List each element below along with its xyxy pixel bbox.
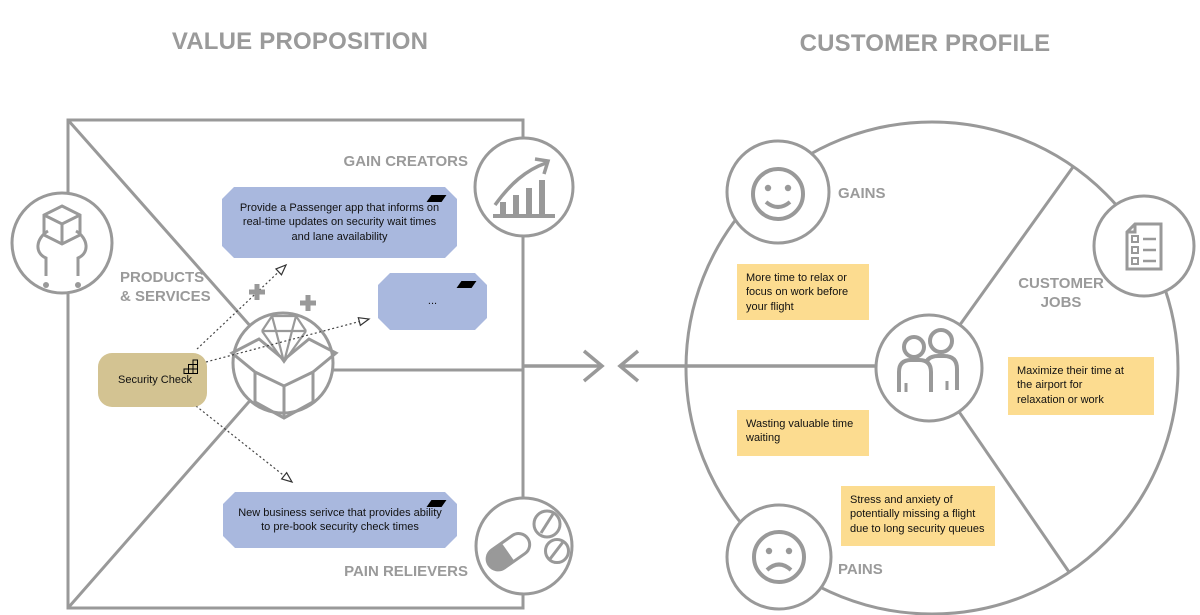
- note-pain-reliever-prebook[interactable]: New business serivce that provides abili…: [223, 492, 457, 548]
- note-pain-stress[interactable]: Stress and anxiety of potentially missin…: [841, 486, 995, 546]
- growth-chart-icon: [493, 157, 555, 218]
- node-circles: [10, 136, 1196, 611]
- note-text: ...: [427, 295, 438, 308]
- customer-profile-title: CUSTOMER PROFILE: [799, 30, 1051, 57]
- parallelogram-icon: [427, 195, 447, 202]
- pills-icon: [485, 509, 570, 572]
- fit-arrow-left-icon: [617, 349, 877, 383]
- smiley-face-icon: [751, 167, 805, 221]
- gain-creators-label: GAIN CREATORS: [343, 153, 468, 170]
- gains-circle: [725, 139, 831, 245]
- note-text: Maximize their time at the airport for r…: [1017, 365, 1124, 406]
- note-text: Wasting valuable time waiting: [746, 418, 854, 445]
- plus-icons: [249, 284, 316, 311]
- gift-box-diamond-icon: [229, 314, 339, 420]
- note-gain-creator-app[interactable]: Provide a Passenger app that informs on …: [222, 187, 457, 258]
- two-people-icon: [897, 328, 959, 392]
- note-pain-wasting[interactable]: Wasting valuable time waiting: [737, 410, 869, 456]
- steps-grid-icon: [183, 359, 198, 374]
- checklist-document-icon: [1125, 222, 1163, 271]
- note-text: New business serivce that provides abili…: [238, 506, 442, 533]
- sad-face-icon: [752, 530, 806, 584]
- pain-relievers-label: PAIN RELIEVERS: [344, 563, 468, 580]
- note-product-security-check[interactable]: Security Check: [98, 353, 207, 407]
- note-gain-creator-placeholder[interactable]: ...: [378, 273, 487, 330]
- parallelogram-icon: [427, 500, 447, 507]
- note-text: Provide a Passenger app that informs on …: [239, 202, 440, 243]
- dotted-connectors: [195, 263, 371, 484]
- value-map-square: [66, 118, 525, 610]
- pains-circle: [725, 503, 833, 611]
- fit-arrow-right-icon: [524, 349, 605, 383]
- hand-holding-box-icon: [36, 204, 88, 288]
- customer-jobs-label: CUSTOMER JOBS: [1018, 275, 1104, 311]
- note-text: More time to relax or focus on work befo…: [746, 272, 849, 313]
- note-gain-relax[interactable]: More time to relax or focus on work befo…: [737, 264, 869, 320]
- gain-creators-circle: [473, 136, 575, 238]
- pains-label: PAINS: [838, 561, 883, 578]
- parallelogram-icon: [457, 281, 477, 288]
- gains-label: GAINS: [838, 185, 886, 202]
- note-text: Security Check: [118, 373, 192, 386]
- products-services-label: PRODUCTS & SERVICES: [120, 269, 211, 305]
- note-text: Stress and anxiety of potentially missin…: [850, 494, 985, 535]
- note-job-maximize[interactable]: Maximize their time at the airport for r…: [1008, 357, 1154, 415]
- value-proposition-title: VALUE PROPOSITION: [171, 28, 429, 55]
- customer-jobs-circle: [1092, 194, 1196, 298]
